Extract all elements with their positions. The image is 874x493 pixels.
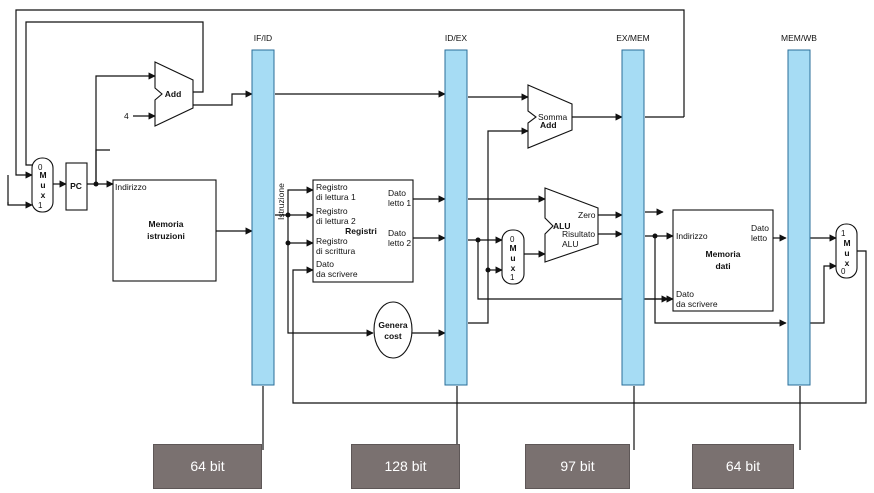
mem-wb-register: [787, 49, 811, 386]
svg-text:M: M: [509, 243, 516, 253]
if-id-size-label: 64 bit: [153, 444, 262, 489]
register-file: Registro di lettura 1 Registro di lettur…: [312, 179, 414, 283]
id-ex-register: [444, 49, 468, 386]
junction-dots: [93, 181, 658, 273]
if-id-label: IF/ID: [254, 33, 272, 43]
svg-text:letto 2: letto 2: [388, 238, 411, 248]
pc-mux-in1: 1: [38, 201, 43, 210]
id-ex-size-label: 128 bit: [351, 444, 460, 489]
branch-adder: Somma Add: [527, 84, 573, 149]
writeback-mux: 1 M u x 0: [835, 223, 858, 279]
ex-mem-size-label: 97 bit: [525, 444, 630, 489]
wires: [7, 9, 867, 450]
svg-text:letto: letto: [751, 233, 767, 243]
svg-text:Dato: Dato: [316, 259, 334, 269]
alu: ALU Zero Risultato ALU: [544, 187, 599, 263]
svg-text:x: x: [41, 190, 46, 200]
svg-text:0: 0: [510, 235, 515, 244]
mem-wb-label: MEM/WB: [781, 33, 817, 43]
program-counter: PC: [65, 162, 88, 211]
svg-text:x: x: [511, 263, 516, 273]
svg-text:Dato: Dato: [751, 223, 769, 233]
svg-text:1: 1: [510, 273, 515, 282]
pc-mux-in0: 0: [38, 163, 43, 172]
svg-text:di scrittura: di scrittura: [316, 246, 355, 256]
svg-text:Memoria: Memoria: [706, 249, 741, 259]
pipeline-registers: IF/ID ID/EX EX/MEM MEM/WB: [251, 33, 817, 386]
svg-text:di lettura 1: di lettura 1: [316, 192, 356, 202]
svg-text:M: M: [39, 170, 46, 180]
svg-text:letto 1: letto 1: [388, 198, 411, 208]
svg-text:Zero: Zero: [578, 210, 596, 220]
svg-text:0: 0: [841, 267, 846, 276]
svg-text:Registro: Registro: [316, 236, 348, 246]
svg-text:Registri: Registri: [345, 226, 377, 236]
svg-text:Dato: Dato: [676, 289, 694, 299]
svg-text:Registro: Registro: [316, 206, 348, 216]
svg-text:u: u: [510, 253, 515, 263]
svg-text:x: x: [845, 258, 850, 268]
svg-text:ALU: ALU: [553, 221, 570, 231]
svg-text:istruzioni: istruzioni: [147, 231, 185, 241]
data-memory: Indirizzo Memoria dati Dato letto Dato d…: [672, 209, 774, 312]
svg-text:PC: PC: [70, 181, 82, 191]
ex-mem-register: [621, 49, 645, 386]
svg-text:Genera: Genera: [378, 320, 408, 330]
if-id-register: [251, 49, 275, 386]
pc-adder: Add 4: [124, 61, 194, 127]
svg-text:1: 1: [841, 229, 846, 238]
svg-text:da scrivere: da scrivere: [316, 269, 358, 279]
instruction-label: Istruzione: [276, 183, 286, 220]
id-ex-label: ID/EX: [445, 33, 468, 43]
svg-text:Add: Add: [540, 120, 557, 130]
constant-four: 4: [124, 111, 129, 121]
sign-extend-unit: Genera cost: [373, 301, 413, 359]
pc-mux: 0 M u x 1: [31, 157, 54, 213]
svg-text:Memoria: Memoria: [149, 219, 184, 229]
svg-text:M: M: [843, 238, 850, 248]
instruction-memory: Indirizzo Memoria istruzioni: [112, 179, 217, 282]
svg-text:Dato: Dato: [388, 228, 406, 238]
svg-text:Indirizzo: Indirizzo: [115, 182, 147, 192]
svg-text:da scrivere: da scrivere: [676, 299, 718, 309]
svg-text:Dato: Dato: [388, 188, 406, 198]
alu-source-mux: 0 M u x 1: [501, 229, 525, 285]
svg-text:Registro: Registro: [316, 182, 348, 192]
svg-text:Risultato: Risultato: [562, 229, 595, 239]
mem-wb-size-label: 64 bit: [692, 444, 794, 489]
svg-text:Indirizzo: Indirizzo: [676, 231, 708, 241]
ex-mem-label: EX/MEM: [616, 33, 650, 43]
svg-text:u: u: [40, 180, 45, 190]
svg-text:u: u: [844, 248, 849, 258]
svg-text:cost: cost: [384, 331, 402, 341]
svg-text:di lettura 2: di lettura 2: [316, 216, 356, 226]
svg-text:Add: Add: [165, 89, 182, 99]
svg-text:ALU: ALU: [562, 239, 579, 249]
svg-text:Somma: Somma: [538, 112, 568, 122]
svg-text:dati: dati: [715, 261, 730, 271]
